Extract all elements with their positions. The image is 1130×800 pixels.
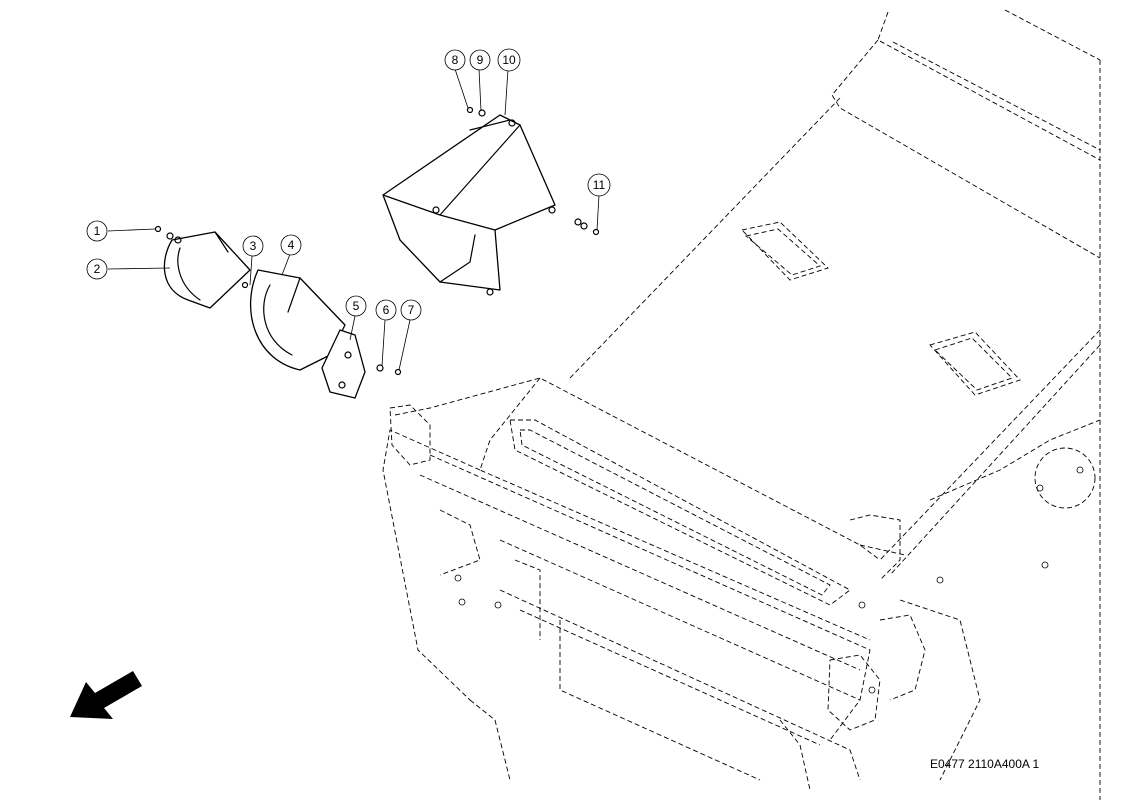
callout-10: 10 <box>497 48 521 72</box>
callout-7: 7 <box>400 299 422 321</box>
callout-6: 6 <box>375 299 397 321</box>
drawing-code: E0477 2110A400A 1 <box>930 757 1040 771</box>
svg-text:4: 4 <box>288 238 295 252</box>
svg-text:8: 8 <box>452 53 459 67</box>
svg-text:11: 11 <box>593 178 606 192</box>
svg-text:7: 7 <box>408 303 415 317</box>
direction-arrow-icon <box>70 671 142 719</box>
svg-text:2: 2 <box>94 262 101 276</box>
callout-5: 5 <box>345 295 367 317</box>
machine-frame <box>382 9 1101 800</box>
fasteners <box>154 106 600 376</box>
callout-4: 4 <box>280 234 302 256</box>
callout-1: 1 <box>86 220 108 242</box>
upper-cover-part <box>382 114 556 296</box>
guard-part-2 <box>163 231 251 309</box>
svg-text:9: 9 <box>477 53 484 67</box>
svg-text:10: 10 <box>502 53 516 67</box>
svg-text:1: 1 <box>94 224 101 238</box>
callout-2: 2 <box>86 258 108 280</box>
guard-part-5 <box>321 329 366 399</box>
callout-8: 8 <box>444 49 466 71</box>
svg-text:5: 5 <box>353 299 360 313</box>
callout-9: 9 <box>469 49 491 71</box>
svg-text:6: 6 <box>383 303 390 317</box>
callout-3: 3 <box>242 235 264 257</box>
svg-text:3: 3 <box>250 239 257 253</box>
callout-11: 11 <box>587 173 611 197</box>
callouts: 1 2 3 4 5 6 7 8 <box>86 48 611 371</box>
